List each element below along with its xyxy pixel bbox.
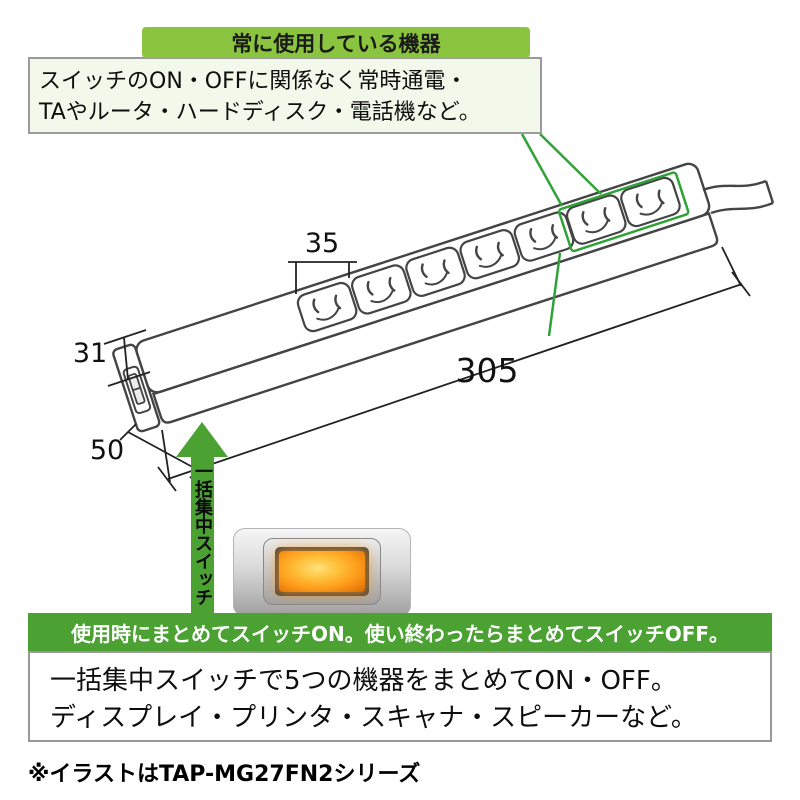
switch-housing	[263, 538, 381, 605]
dimension-outlet-pitch	[288, 261, 357, 294]
switch-group-description-box: 一括集中スイッチで5つの機器をまとめてON・OFF。 ディスプレイ・プリンタ・ス…	[28, 651, 772, 742]
always-on-description-line2: TAやルータ・ハードディスク・電話機など。	[39, 100, 481, 125]
switch-usage-banner: 使用時にまとめてスイッチON。使い終わったらまとめてスイッチOFF。	[28, 613, 772, 651]
power-cord	[702, 179, 775, 215]
always-on-callout-lines	[520, 133, 602, 337]
master-switch-photo	[233, 528, 411, 617]
always-on-description-line1: スイッチのON・OFFに関係なく常時通電・	[39, 69, 468, 94]
always-on-label: 常に使用している機器	[142, 27, 530, 58]
dimension-width-value: 50	[90, 435, 124, 466]
dimension-length-value: 305	[456, 351, 519, 390]
always-on-outlets-highlight	[557, 171, 690, 253]
always-on-description-box: スイッチのON・OFFに関係なく常時通電・ TAやルータ・ハードディスク・電話機…	[28, 57, 542, 134]
dimension-outlet-pitch-value: 35	[305, 228, 339, 259]
switch-group-line1: 一括集中スイッチで5つの機器をまとめてON・OFF。	[50, 666, 677, 696]
strip-side-face	[151, 211, 719, 424]
switch-group-line2: ディスプレイ・プリンタ・スキャナ・スピーカーなど。	[50, 703, 697, 733]
dimension-length	[157, 246, 751, 492]
dimension-height-value: 31	[73, 338, 107, 369]
master-switch-arrow	[176, 422, 228, 613]
dimension-height	[103, 329, 151, 387]
power-strip-body	[112, 162, 719, 433]
footnote: ※イラストはTAP-MG27FN2シリーズ	[28, 762, 421, 787]
master-switch-vertical-label: 一括集中スイッチ	[192, 462, 213, 606]
switch-opening	[275, 547, 369, 596]
illuminated-rocker-switch	[279, 551, 365, 592]
